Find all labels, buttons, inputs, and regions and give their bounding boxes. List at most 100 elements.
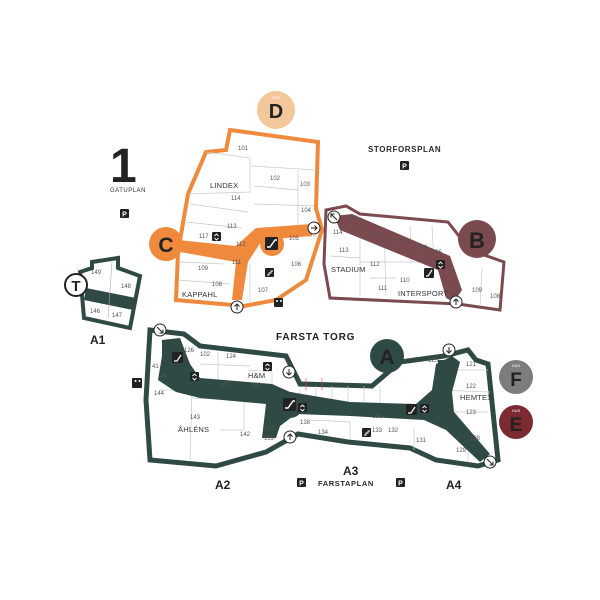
building-t[interactable]: 149 148 146 147 [77,255,143,331]
parking-symbol-farstaplan-right: P [398,480,403,487]
parking-symbol-storforsplan: P [402,163,407,170]
unit-b-103: 103 [395,239,406,245]
unit-c-104: 104 [301,208,312,214]
unit-c-107: 107 [258,288,269,294]
entrance-arrow-icon-a-center-top[interactable] [282,365,296,379]
elevator-icon-a-center [298,403,307,412]
unit-b-109: 109 [472,288,483,294]
unit-b-101: 101 [348,216,359,222]
unit-highlights-a [305,378,323,390]
toilet-icon-a-left [132,378,142,388]
unit-a-123: 123 [466,410,477,416]
unit-c-103: 103 [300,182,311,188]
building-b[interactable]: 101 102 103 104 105 109 110 111 112 113 … [322,204,506,312]
entrance-arrow-icon-c-bottom[interactable] [230,300,244,314]
parking-icon-farstaplan-right: P [396,478,405,487]
unit-c-105: 105 [289,236,300,242]
elevator-icon-b [436,260,445,269]
unit-a-133: 133 [372,428,383,434]
place-farsta-torg: FARSTA TORG [276,332,355,343]
entrance-arrow-icon-c-right[interactable] [307,221,321,235]
building-a-badge[interactable]: A [370,339,404,373]
entrance-arrow-icon-a-topleft[interactable] [153,323,167,337]
building-e-badge[interactable]: HUS E [499,405,533,439]
badge-d-letter: D [269,101,283,123]
unit-a-125: 125 [428,358,439,364]
toilet-icon-c [274,298,283,307]
unit-t-148: 148 [121,284,132,290]
parking-icon-farstaplan-left: P [297,478,306,487]
place-storforsplan: STORFORSPLAN [368,145,441,154]
building-c[interactable]: 101 102 103 104 105 106 107 108 109 111 … [173,127,325,314]
unit-t-149: 149 [91,270,102,276]
unit-a-138: 138 [300,420,311,426]
unit-a-121: 121 [466,362,477,368]
entrance-arrow-icon-a-right-top[interactable] [442,343,456,357]
escalator-icon-c [265,237,278,250]
badge-c-letter: C [158,234,173,257]
section-a4-label: A4 [446,478,462,492]
unit-b-104: 104 [417,245,428,251]
entrance-arrow-icon-b-left[interactable] [327,210,341,224]
parking-symbol: P [122,211,127,218]
unit-a-129: 129 [456,448,467,454]
badge-d-small: HUS [272,95,281,100]
badge-a-letter: A [379,346,394,369]
elevator-icon-a-hm [263,362,272,371]
unit-b-112: 112 [370,262,380,268]
unit-c-111: 111 [232,260,242,266]
unit-c-114: 114 [231,196,241,202]
unit-b-111: 111 [378,286,388,292]
unit-a-134: 134 [318,430,329,436]
unit-b-110: 110 [400,278,410,284]
unit-a-45: 45 [160,374,167,380]
building-c-badge[interactable]: C [149,227,183,261]
badge-b-letter: B [469,228,485,253]
badge-e-letter: E [510,415,523,436]
badge-f-small: HUS [512,363,521,368]
unit-b-108: 108 [490,294,501,300]
building-d-badge[interactable]: HUS D [257,91,295,129]
unit-t-146: 146 [90,309,101,315]
parking-icon-storforsplan: P [400,161,409,170]
unit-c-113: 113 [227,224,237,230]
building-b-badge[interactable]: B [458,220,496,258]
unit-a-126: 126 [184,348,195,354]
badge-t-letter: T [71,278,80,295]
unit-a-108: 108 [251,383,262,389]
unit-a-124: 124 [226,354,237,360]
store-stadium: STADIUM [331,265,366,274]
building-a[interactable]: 124 126 102 108 107 144 143 142 140 139 … [132,323,501,469]
unit-c-102: 102 [270,176,281,182]
unit-c-117: 117 [199,234,209,240]
parking-symbol-farstaplan-left: P [299,480,304,487]
stairs-icon-c [265,268,274,277]
unit-a-142: 142 [240,432,251,438]
store-hemtex: HEMTEX [460,393,492,402]
unit-a-144: 144 [154,391,165,397]
badge-f-letter: F [510,370,522,391]
entrance-arrow-icon-b-bottom[interactable] [449,295,463,309]
badge-e-small: HUS [512,408,521,413]
entrance-arrow-icon-a-bottomright[interactable] [483,455,497,469]
unit-c-108: 108 [212,282,223,288]
escalator-icon-a-left [172,352,183,363]
section-a3-label: A3 [343,464,359,478]
unit-b-113: 113 [339,248,349,254]
elevator-icon-c [212,232,221,241]
unit-a-131: 131 [416,438,427,444]
section-a1-label: A1 [90,333,106,347]
building-f-badge[interactable]: HUS F [499,360,533,394]
unit-t-147: 147 [112,313,123,319]
elevator-icon-a-right [420,404,429,413]
parking-icon-level: P [120,209,129,218]
unit-a-41: 41 [152,364,159,370]
unit-c-106: 106 [291,262,302,268]
unit-a-122: 122 [466,384,477,390]
building-t-badge[interactable]: T [64,273,88,297]
unit-a-102: 102 [200,352,211,358]
elevator-icon-a-left [190,372,199,381]
store-kappahl: KAPPAHL [182,290,217,299]
entrance-arrow-icon-a-center-left[interactable] [283,430,297,444]
